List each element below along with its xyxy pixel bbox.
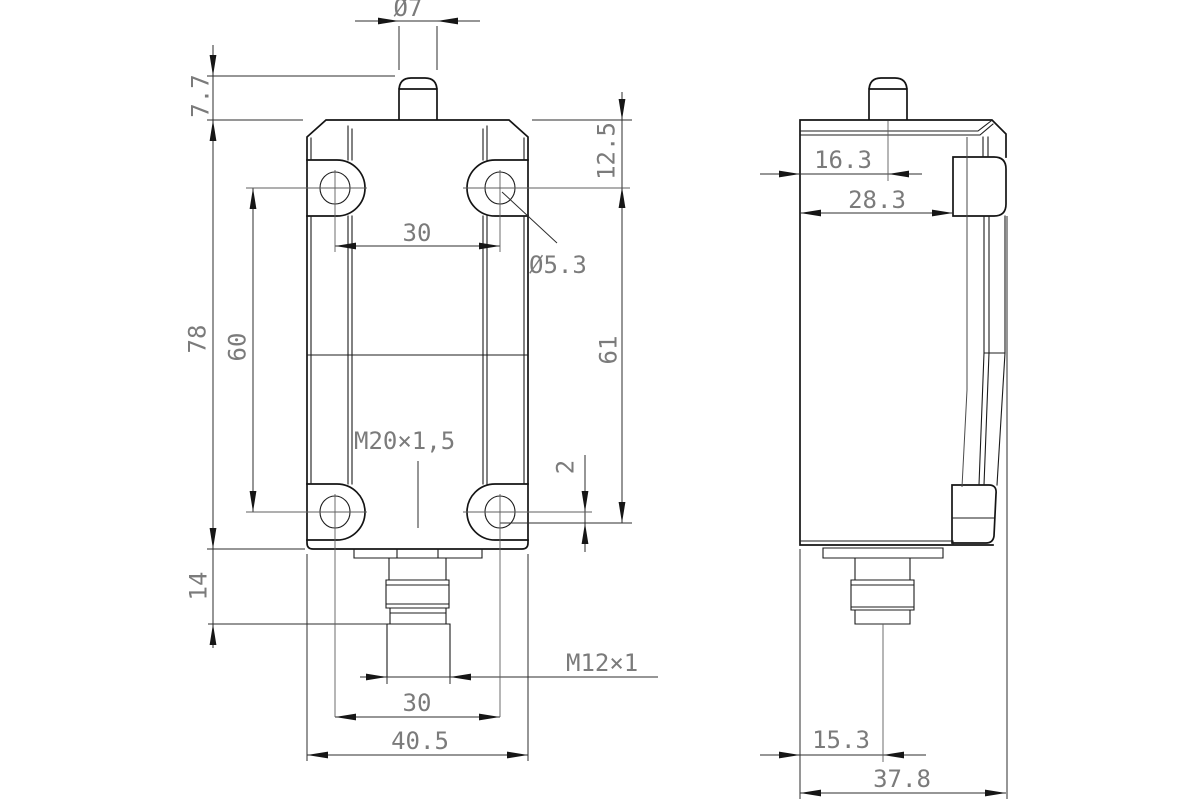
front-body-outline <box>306 119 529 550</box>
side-body-details <box>799 120 1006 546</box>
dim-12-5: 12.5 <box>592 122 620 180</box>
front-plunger <box>398 77 438 120</box>
front-view: Ø7 7.7 12.5 Ø5.3 30 78 60 61 M20×1,5 2 1… <box>183 0 658 761</box>
dim-28-3: 28.3 <box>848 186 906 214</box>
front-centerlines <box>246 170 630 717</box>
side-dimension-lines <box>760 173 1008 799</box>
front-arrowheads <box>209 17 626 759</box>
side-body-edge <box>961 137 968 488</box>
front-cable-connector <box>353 548 483 678</box>
dim-dia7: Ø7 <box>394 0 423 22</box>
dim-14: 14 <box>184 572 212 601</box>
dim-60: 60 <box>223 333 251 362</box>
side-cable-connector <box>822 547 944 625</box>
dim-40-5: 40.5 <box>391 727 449 755</box>
front-body-details <box>306 125 529 485</box>
dim-37-8: 37.8 <box>873 765 931 793</box>
side-view: 16.3 28.3 15.3 37.8 <box>760 77 1008 799</box>
side-arrowheads <box>779 170 1006 797</box>
dim-15-3: 15.3 <box>812 726 870 754</box>
dim-m20: M20×1,5 <box>354 427 455 455</box>
side-lever-bottom-block <box>951 484 997 544</box>
dim-7-7: 7.7 <box>186 74 214 117</box>
dim-30-top: 30 <box>403 219 432 247</box>
front-dimension-labels: Ø7 7.7 12.5 Ø5.3 30 78 60 61 M20×1,5 2 1… <box>183 0 638 755</box>
dim-2: 2 <box>551 460 579 474</box>
side-dimension-labels: 16.3 28.3 15.3 37.8 <box>812 146 931 793</box>
dim-78: 78 <box>183 325 211 354</box>
dim-m12: M12×1 <box>566 649 638 677</box>
side-lever-top-block <box>952 156 1007 217</box>
dim-61: 61 <box>594 336 622 365</box>
side-centerlines <box>882 121 889 762</box>
dim-16-3: 16.3 <box>814 146 872 174</box>
side-body-outline <box>799 119 1007 546</box>
dim-30-bottom: 30 <box>403 689 432 717</box>
dim-dia5-3: Ø5.3 <box>529 251 587 279</box>
side-plunger <box>868 77 908 120</box>
